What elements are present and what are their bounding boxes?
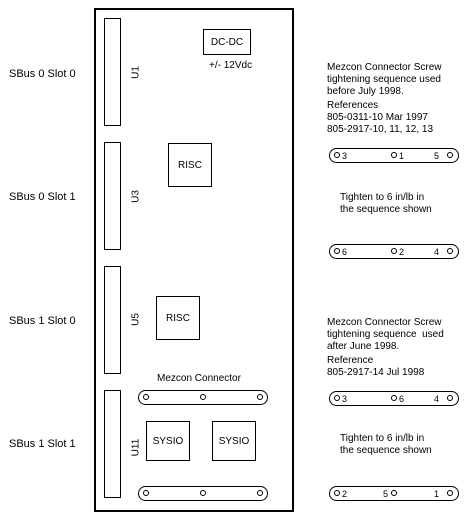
sequence-number: 6	[342, 247, 348, 257]
screw-hole	[447, 395, 453, 401]
sequence-number: 4	[434, 394, 440, 404]
sequence-number: 1	[399, 151, 405, 161]
screw-hole	[200, 490, 206, 496]
screw-hole	[257, 394, 263, 400]
connector-label-u11: U11	[130, 438, 142, 457]
sbus-connector-u11	[104, 390, 121, 498]
sbus-connector-u1	[104, 18, 121, 126]
screw-hole	[334, 152, 340, 158]
risc-chip-upper: RISC	[168, 143, 212, 187]
new-sequence-top-connector: 3 6 4	[329, 391, 459, 406]
risc-chip-lower: RISC	[156, 296, 200, 340]
sequence-number: 1	[434, 489, 440, 499]
screw-hole	[391, 490, 397, 496]
sequence-number: 3	[342, 394, 348, 404]
sysio-label-right: SYSIO	[218, 435, 250, 447]
sequence-number: 5	[383, 489, 389, 499]
mezcon-connector-label: Mezcon Connector	[157, 373, 241, 384]
sysio-chip-right: SYSIO	[212, 421, 256, 461]
screw-hole	[391, 152, 397, 158]
sysio-label-left: SYSIO	[152, 435, 184, 447]
connector-label-u5: U5	[130, 313, 142, 326]
slot-label-sbus0-slot1: SBus 0 Slot 1	[9, 191, 76, 203]
new-sequence-title: Mezcon Connector Screw tightening sequen…	[327, 317, 444, 352]
screw-hole	[391, 395, 397, 401]
screw-hole	[334, 395, 340, 401]
dcdc-label: DC-DC	[210, 36, 244, 48]
sequence-number: 2	[342, 489, 348, 499]
old-torque-instruction: Tighten to 6 in/lb in the sequence shown	[340, 192, 432, 215]
screw-hole	[143, 394, 149, 400]
system-board	[94, 8, 294, 512]
screw-hole	[257, 490, 263, 496]
old-sequence-bottom-connector: 6 2 4	[329, 244, 459, 259]
sequence-number: 3	[342, 151, 348, 161]
risc-label-lower: RISC	[166, 312, 190, 324]
new-torque-instruction: Tighten to 6 in/lb in the sequence shown	[340, 433, 432, 456]
old-sequence-title: Mezcon Connector Screw tightening sequen…	[327, 62, 442, 97]
screw-hole	[334, 248, 340, 254]
dcdc-voltage: +/- 12Vdc	[209, 60, 253, 71]
connector-label-u1: U1	[130, 66, 142, 79]
connector-label-u3: U3	[130, 190, 142, 203]
screw-hole	[447, 248, 453, 254]
new-sequence-bottom-connector: 2 5 1	[329, 486, 459, 501]
sequence-number: 2	[399, 247, 405, 257]
screw-hole	[391, 248, 397, 254]
screw-hole	[334, 490, 340, 496]
sbus-connector-u5	[104, 266, 121, 374]
risc-label-upper: RISC	[178, 159, 202, 171]
sysio-chip-left: SYSIO	[146, 421, 190, 461]
screw-hole	[200, 394, 206, 400]
slot-label-sbus1-slot0: SBus 1 Slot 0	[9, 315, 76, 327]
old-sequence-references: References 805-0311-10 Mar 1997 805-2917…	[327, 100, 434, 135]
sequence-number: 5	[434, 151, 440, 161]
screw-hole	[143, 490, 149, 496]
sequence-number: 6	[399, 394, 405, 404]
sequence-number: 4	[434, 247, 440, 257]
new-sequence-reference: Reference 805-2917-14 Jul 1998	[327, 355, 425, 378]
sbus-connector-u3	[104, 142, 121, 250]
old-sequence-top-connector: 3 1 5	[329, 148, 459, 163]
slot-label-sbus1-slot1: SBus 1 Slot 1	[9, 438, 76, 450]
screw-hole	[447, 152, 453, 158]
dcdc-converter: DC-DC	[203, 29, 251, 55]
mezcon-connector-bottom	[138, 486, 268, 501]
screw-hole	[447, 490, 453, 496]
slot-label-sbus0-slot0: SBus 0 Slot 0	[9, 68, 76, 80]
mezcon-connector-top	[138, 390, 268, 405]
